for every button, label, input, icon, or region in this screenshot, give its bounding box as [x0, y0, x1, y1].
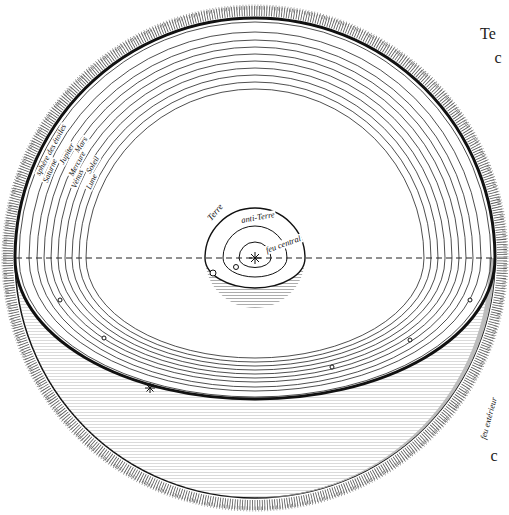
planet-dots: [58, 265, 472, 370]
star-symbol: [145, 383, 155, 393]
earth-bowl: [205, 258, 305, 308]
central-fire: [249, 252, 261, 264]
outer-fire-label: feu extérieur: [479, 395, 499, 441]
inner-orbits: [205, 208, 305, 288]
central-fire-label: feu central: [263, 233, 302, 254]
sphere: [15, 18, 495, 498]
counter-earth-label: anti-Terre: [240, 210, 277, 225]
page-fragment: Te: [479, 26, 497, 42]
orbits: [19, 22, 491, 397]
cut-edge: [15, 258, 495, 399]
outer-fire: [8, 11, 502, 505]
page-fragment: c: [489, 448, 498, 464]
earth-label: Terre: [205, 201, 225, 223]
outer-fire: [4, 7, 506, 509]
page-fragment: c: [493, 50, 502, 66]
planet-label: Lune: [85, 172, 100, 192]
